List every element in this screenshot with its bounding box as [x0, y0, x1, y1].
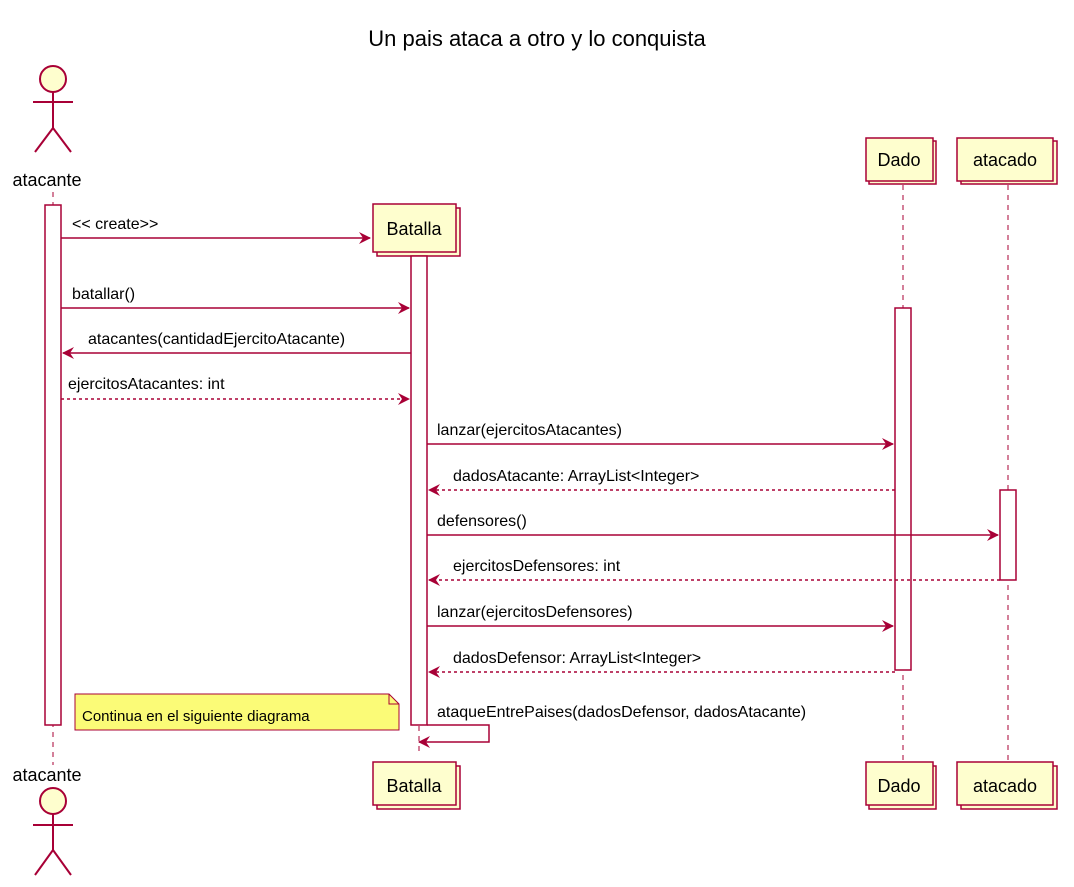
- participant-dado-bottom: Dado: [865, 761, 937, 810]
- message-lanzar-defensores: lanzar(ejercitosDefensores): [427, 604, 894, 632]
- message-dados-atacante: dadosAtacante: ArrayList<Integer>: [428, 468, 895, 496]
- participant-dado-top: Dado: [865, 137, 937, 185]
- actor-label-atacante-bottom: atacante: [12, 765, 81, 785]
- participant-label-atacado-bottom: atacado: [973, 776, 1037, 796]
- message-label: defensores(): [437, 513, 527, 530]
- message-label: dadosAtacante: ArrayList<Integer>: [453, 468, 699, 485]
- message-ataque-entre-paises: ataqueEntrePaises(dadosDefensor, dadosAt…: [418, 704, 806, 748]
- actor-label-atacante-top: atacante: [12, 170, 81, 190]
- message-label: dadosDefensor: ArrayList<Integer>: [453, 650, 701, 667]
- message-label: << create>>: [72, 216, 158, 233]
- note-text: Continua en el siguiente diagrama: [82, 708, 310, 725]
- actor-head-icon: [39, 65, 67, 93]
- participant-label-dado-top: Dado: [877, 150, 920, 170]
- actor-atacante-bottom: atacante: [12, 765, 82, 876]
- actor-head-icon: [39, 787, 67, 815]
- message-create: << create>>: [61, 216, 371, 244]
- message-ejercitos-atacantes: ejercitosAtacantes: int: [61, 376, 410, 405]
- message-batallar: batallar(): [61, 286, 410, 314]
- diagram-title: Un pais ataca a otro y lo conquista: [368, 26, 706, 51]
- participant-batalla-created: Batalla: [372, 203, 461, 257]
- actor-atacante-top: atacante: [12, 65, 82, 190]
- message-label: lanzar(ejercitosAtacantes): [437, 422, 622, 439]
- message-ejercitos-defensores: ejercitosDefensores: int: [428, 558, 1000, 586]
- participant-label-batalla-bottom: Batalla: [386, 776, 442, 796]
- message-dados-defensor: dadosDefensor: ArrayList<Integer>: [428, 650, 895, 678]
- participant-label-batalla-top: Batalla: [386, 219, 442, 239]
- message-label: atacantes(cantidadEjercitoAtacante): [88, 331, 345, 348]
- participant-label-dado-bottom: Dado: [877, 776, 920, 796]
- participant-atacado-top: atacado: [956, 137, 1058, 185]
- message-label: batallar(): [72, 286, 135, 303]
- message-label: ataqueEntrePaises(dadosDefensor, dadosAt…: [437, 704, 806, 721]
- message-lanzar-atacantes: lanzar(ejercitosAtacantes): [427, 422, 894, 450]
- activation-atacante: [44, 204, 62, 726]
- activation-batalla: [410, 255, 428, 726]
- message-defensores: defensores(): [427, 513, 999, 541]
- participant-atacado-bottom: atacado: [956, 761, 1058, 810]
- message-atacantes: atacantes(cantidadEjercitoAtacante): [62, 331, 411, 359]
- note-continua: Continua en el siguiente diagrama: [74, 693, 400, 731]
- participant-label-atacado-top: atacado: [973, 150, 1037, 170]
- activation-dado: [894, 307, 912, 671]
- message-label: ejercitosDefensores: int: [453, 558, 621, 575]
- message-label: ejercitosAtacantes: int: [68, 376, 225, 393]
- message-label: lanzar(ejercitosDefensores): [437, 604, 633, 621]
- participant-batalla-bottom: Batalla: [372, 761, 461, 810]
- activation-atacado: [999, 489, 1017, 581]
